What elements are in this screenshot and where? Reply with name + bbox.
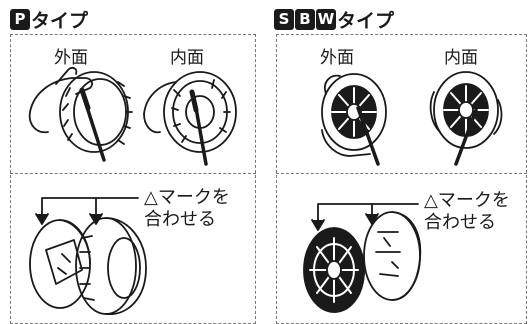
right-align-note: △マークを 合わせる — [424, 190, 510, 234]
right-align-note-line2: 合わせる — [424, 212, 496, 233]
left-panel-divider — [10, 173, 256, 174]
type-badge-s: S — [274, 8, 294, 30]
right-panel-title-text: タイプ — [337, 9, 395, 32]
right-panel-divider — [276, 173, 527, 174]
left-align-note: △マークを 合わせる — [144, 187, 230, 231]
right-align-note-line1: △マークを — [424, 190, 510, 211]
right-panel-title: S B W タイプ — [274, 6, 394, 32]
left-align-note-line2: 合わせる — [144, 209, 216, 230]
left-panel-title-text: タイプ — [31, 9, 89, 32]
type-badge-p: P — [10, 8, 30, 30]
right-outer-label: 外面 — [320, 48, 354, 68]
type-badge-w: W — [316, 8, 336, 30]
left-panel-title: P タイプ — [10, 6, 88, 32]
left-inner-label: 内面 — [170, 48, 204, 68]
right-inner-label: 内面 — [444, 48, 478, 68]
left-align-note-line1: △マークを — [144, 187, 230, 208]
type-badge-b: B — [295, 8, 315, 30]
left-outer-label: 外面 — [54, 48, 88, 68]
